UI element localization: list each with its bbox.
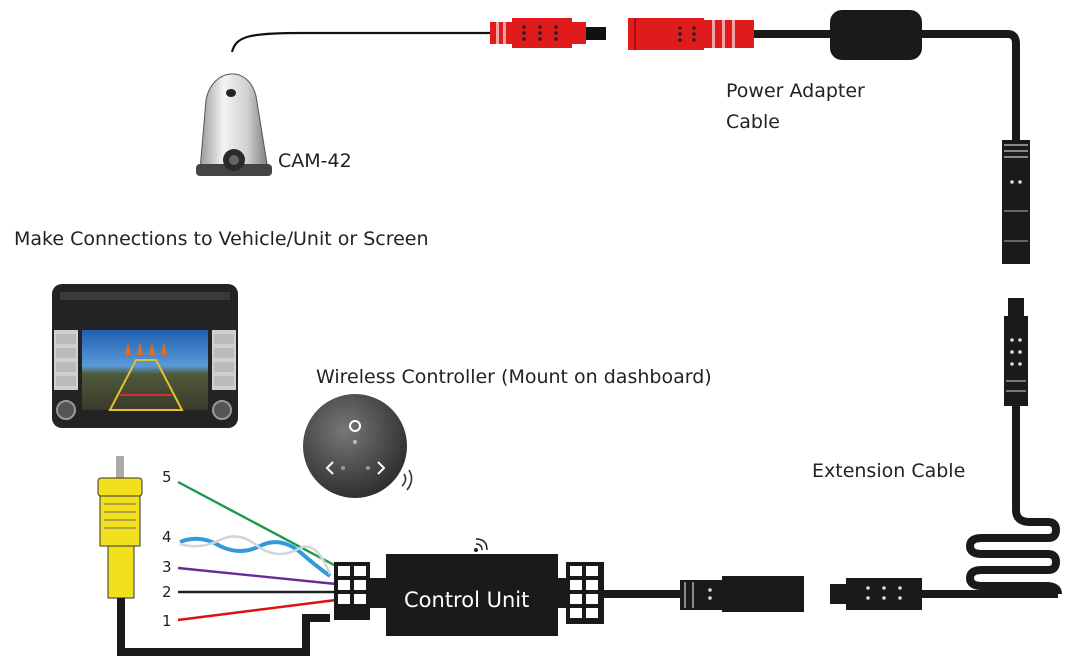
wire-1: [177, 598, 337, 622]
camera-device: [196, 31, 490, 176]
wire-5: [177, 480, 337, 568]
power-adapter-cable: [754, 10, 1030, 264]
wireless-signal-icon: [474, 538, 488, 552]
wire-number-4: 4: [162, 528, 172, 546]
rca-video-plug: [97, 456, 330, 656]
control-unit-device: [334, 554, 604, 636]
wire-4: [179, 536, 332, 578]
control-unit-label: Control Unit: [404, 588, 530, 612]
colored-wires: [177, 480, 337, 622]
connections-heading: Make Connections to Vehicle/Unit or Scre…: [14, 228, 429, 250]
camera-red-connector: [490, 18, 606, 48]
power-red-connector: [628, 18, 754, 50]
camera-label: CAM-42: [278, 150, 352, 172]
wire-number-1: 1: [162, 612, 172, 630]
wire-number-2: 2: [162, 583, 172, 601]
camera-cable: [230, 31, 490, 53]
wireless-controller: [303, 394, 413, 498]
wire-number-5: 5: [162, 468, 172, 486]
extension-cable: [604, 298, 1062, 612]
power-adapter-label-line1: Power Adapter: [726, 80, 865, 102]
power-adapter-label-line2: Cable: [726, 111, 780, 133]
extension-cable-label: Extension Cable: [812, 460, 966, 482]
wireless-controller-label: Wireless Controller (Mount on dashboard): [316, 366, 712, 388]
wire-3: [177, 566, 337, 586]
head-unit-screen: [52, 284, 238, 428]
wire-number-3: 3: [162, 558, 172, 576]
